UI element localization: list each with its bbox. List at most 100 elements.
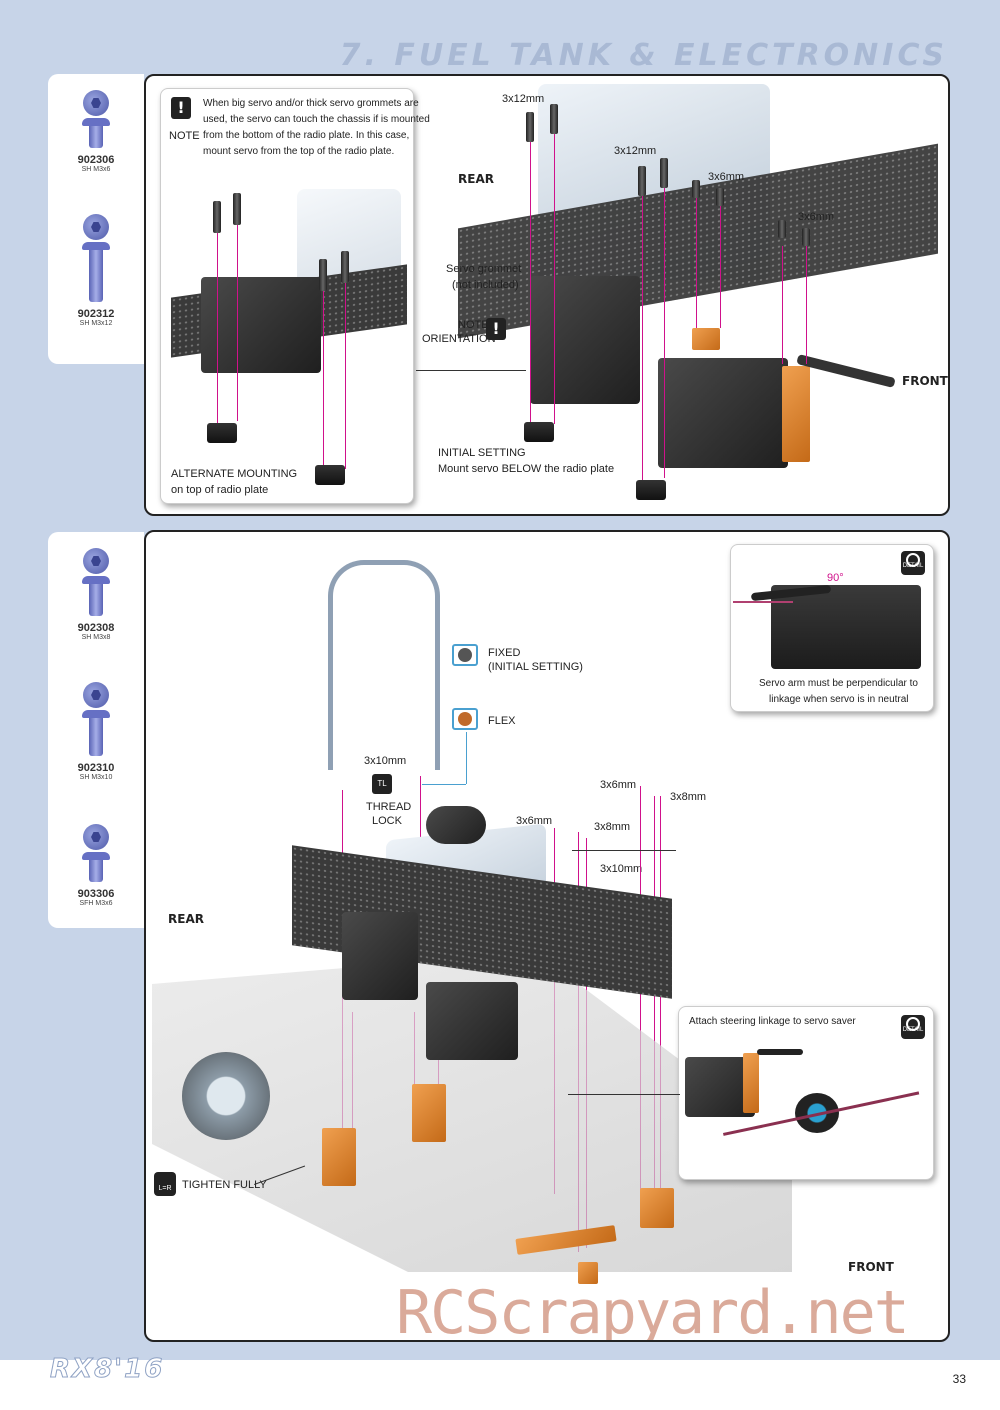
screw-size-label: 3x8mm bbox=[670, 791, 707, 803]
detail-box-servo-arm: DETAIL 90° Servo arm must be perpendicul… bbox=[730, 544, 934, 712]
alternate-mounting-label: ALTERNATE MOUNTING bbox=[171, 468, 298, 480]
assembly-line bbox=[237, 225, 238, 421]
bolt-icon bbox=[692, 180, 700, 198]
assembly-line bbox=[782, 246, 783, 364]
servo-illustration bbox=[530, 276, 640, 404]
leader-line bbox=[572, 850, 676, 851]
servo-mount-illustration bbox=[782, 366, 810, 462]
top-panel: ! NOTE When big servo and/or thick servo… bbox=[144, 74, 950, 516]
part-code: 903306 bbox=[77, 888, 115, 900]
screw-head-icon bbox=[83, 214, 109, 240]
servo-mount-illustration bbox=[412, 1084, 446, 1142]
assembly-line bbox=[420, 776, 421, 880]
screw-head-icon bbox=[83, 548, 109, 574]
assembly-line bbox=[554, 134, 555, 424]
assembly-line bbox=[696, 198, 697, 328]
part-desc: SFH M3x6 bbox=[79, 900, 113, 907]
screw-head-icon bbox=[83, 682, 109, 708]
warning-icon: ! bbox=[486, 318, 506, 340]
servo-mount-illustration bbox=[578, 1262, 598, 1284]
angle-label: 90° bbox=[827, 572, 844, 584]
orientation-note: NOTE bbox=[458, 319, 489, 331]
front-label: FRONT bbox=[848, 1260, 894, 1274]
section-title: 7. FUEL TANK & ELECTRONICS bbox=[339, 38, 948, 73]
flex-label: FLEX bbox=[488, 715, 516, 727]
bolt-icon bbox=[778, 220, 786, 238]
screw-body-icon bbox=[82, 710, 110, 756]
front-label: FRONT bbox=[902, 374, 948, 388]
screw-902306: 902306 SH M3x6 bbox=[48, 90, 144, 173]
assembly-line bbox=[217, 233, 218, 433]
screw-size-label: 3x12mm bbox=[614, 145, 657, 157]
servo-grommet-label: Servo grommet bbox=[446, 263, 522, 275]
bolt-icon bbox=[716, 188, 724, 206]
rx8-logo: RX8'16 bbox=[49, 1354, 165, 1385]
bolt-icon bbox=[341, 251, 349, 283]
screw-902310: 902310 SH M3x10 bbox=[48, 682, 144, 781]
part-code: 902306 bbox=[77, 154, 115, 166]
bolt-icon bbox=[213, 201, 221, 233]
alternate-mounting-sub: on top of radio plate bbox=[171, 484, 269, 496]
assembly-line bbox=[654, 796, 655, 1220]
leader-line bbox=[416, 370, 526, 371]
note-label: NOTE bbox=[169, 130, 200, 142]
servo-cap-illustration bbox=[426, 806, 486, 844]
spur-gear-illustration bbox=[182, 1052, 270, 1140]
servo-mount-illustration bbox=[315, 465, 345, 485]
screw-size-label: 3x10mm bbox=[364, 755, 407, 767]
servo-illustration bbox=[771, 585, 921, 669]
assembly-line bbox=[806, 246, 807, 364]
assembly-line bbox=[664, 188, 665, 478]
bolt-icon bbox=[660, 158, 668, 188]
servo-arm-illustration bbox=[796, 354, 896, 388]
servo-mount-illustration bbox=[207, 423, 237, 443]
detail-caption: Attach steering linkage to servo saver bbox=[689, 1016, 856, 1027]
detail-magnifier-icon: DETAIL bbox=[901, 1015, 925, 1039]
thread-lock-label: THREAD bbox=[366, 801, 412, 813]
fixed-setting-icon bbox=[452, 644, 478, 666]
detail-magnifier-icon: DETAIL bbox=[901, 551, 925, 575]
leader-line bbox=[466, 732, 467, 784]
detail-caption: linkage when servo is in neutral bbox=[769, 694, 909, 705]
servo-mount-illustration bbox=[322, 1128, 356, 1186]
servo-illustration bbox=[658, 358, 788, 468]
note-text-line: mount servo from the top of the radio pl… bbox=[203, 146, 395, 157]
orientation-label: ORIENTATION bbox=[422, 333, 496, 345]
bolt-icon bbox=[638, 166, 646, 196]
servo-illustration bbox=[426, 982, 518, 1060]
detail-box-steering-linkage: DETAIL Attach steering linkage to servo … bbox=[678, 1006, 934, 1180]
thread-lock-icon: TL bbox=[372, 774, 392, 794]
note-text-line: used, the servo can touch the chassis if… bbox=[203, 114, 430, 125]
screw-902312: 902312 SH M3x12 bbox=[48, 214, 144, 327]
assembly-line bbox=[640, 786, 641, 1226]
part-desc: SH M3x10 bbox=[79, 774, 113, 781]
leader-line bbox=[422, 784, 466, 785]
part-desc: SH M3x8 bbox=[81, 634, 111, 641]
fixed-sub-label: (INITIAL SETTING) bbox=[488, 661, 583, 673]
part-desc: SH M3x12 bbox=[79, 320, 113, 327]
servo-grommet-sub: (not included) bbox=[452, 279, 519, 291]
assembly-line bbox=[642, 196, 643, 486]
bolt-icon bbox=[550, 104, 558, 134]
page-number: 33 bbox=[952, 1372, 966, 1386]
screw-902308: 902308 SH M3x8 bbox=[48, 548, 144, 641]
screw-size-label: 3x6mm bbox=[516, 815, 553, 827]
bolt-icon bbox=[319, 259, 327, 291]
bolt-icon bbox=[526, 112, 534, 142]
parts-column-top: 902306 SH M3x6 902312 SH M3x12 bbox=[48, 74, 144, 364]
rear-label: REAR bbox=[168, 912, 204, 926]
bolt-icon bbox=[802, 228, 810, 246]
screw-size-label: 3x10mm bbox=[600, 863, 643, 875]
screw-903306: 903306 SFH M3x6 bbox=[48, 824, 144, 907]
note-box: ! NOTE When big servo and/or thick servo… bbox=[160, 88, 430, 504]
screw-size-label: 3x6mm bbox=[798, 211, 835, 223]
watermark-text: RCScrapyard.net bbox=[396, 1278, 910, 1342]
parts-column-bottom: 902308 SH M3x8 902310 SH M3x10 903306 SF… bbox=[48, 532, 144, 928]
note-text-line: When big servo and/or thick servo gromme… bbox=[203, 98, 419, 109]
antenna-tube-illustration bbox=[328, 560, 440, 770]
part-desc: SH M3x6 bbox=[81, 166, 111, 173]
detail-caption: Servo arm must be perpendicular to bbox=[759, 678, 918, 689]
part-code: 902310 bbox=[77, 762, 115, 774]
screw-size-label: 3x8mm bbox=[594, 821, 631, 833]
rear-label: REAR bbox=[458, 172, 494, 186]
